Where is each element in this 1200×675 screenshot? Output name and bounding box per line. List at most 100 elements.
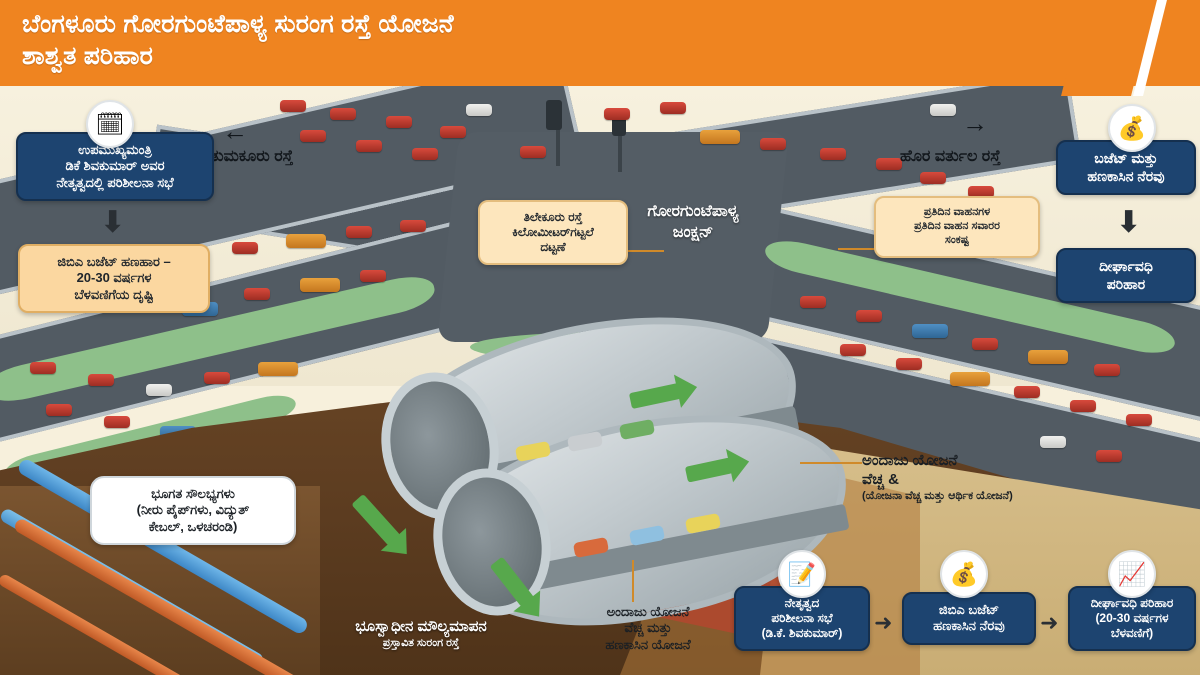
flow-step-2-l2: ಹಣಕಾಸಿನ ನೆರವು [933,618,1005,634]
header-bar [0,0,1200,86]
callout-gba-budget[interactable]: ಜಿಬಿಎ ಬಜೆಟ್ ಹಣಹಾರ – 20-30 ವರ್ಷಗಳ ಬೆಳವಣಿಗ… [18,244,210,314]
flow-step-1-l2: ಪರಿಶೀಲನಾ ಸಭೆ [771,611,833,626]
vehicle [146,384,172,396]
vehicle [1096,450,1122,462]
label-land-valuation: ಭೂಸ್ವಾಧೀನ ಮೌಲ್ಯಮಾಪನ ಪ್ರಸ್ತಾವಿತ ಸುರಂಗ ರಸ್… [296,618,546,651]
vehicle [968,186,994,198]
callout-underground-utilities-l1: ಭೂಗತ ಸೌಲಭ್ಯಗಳು [151,486,235,501]
vehicle [930,104,956,116]
flow-step-1-l3: (ಡಿ.ಕೆ. ಶಿವಕುಮಾರ್) [761,626,843,641]
page-title: ಬೆಂಗಳೂರು ಗೋರಗುಂಟೆಪಾಳ್ಯ ಸುರಂಗ ರಸ್ತೆ ಯೋಜನೆ… [22,8,762,72]
arrow-down-right: ⬇ [1116,206,1142,239]
callout-daily-vehicles-l3: ಸಂಕಷ್ಟ [945,233,969,246]
junction-label-line1: ಗೋರಗುಂಟೆಪಾಳ್ಯ [647,203,739,220]
label-land-valuation-l1: ಭೂಸ್ವಾಧೀನ ಮೌಲ್ಯಮಾಪನ [355,618,487,635]
label-project-cost-plan-l2: ವೆಚ್ಚ ಮತ್ತು [624,620,672,636]
vehicle [466,104,492,116]
leader-line-cost-right [800,462,862,464]
vehicle [660,102,686,114]
callout-budget-support-l2: ಹಣಕಾಸಿನ ನೆರವು [1087,167,1165,184]
vehicle [912,324,948,338]
vehicle [604,108,630,120]
vehicle [412,148,438,160]
flow-step-3-l2: (20-30 ವರ್ಷಗಳ [1095,611,1169,626]
vehicle [820,148,846,160]
leader-line-mid-left [612,250,664,252]
page-title-line1: ಬೆಂಗಳೂರು ಗೋರಗುಂಟೆಪಾಳ್ಯ ಸುರಂಗ ರಸ್ತೆ ಯೋಜನೆ [22,10,454,38]
flow-step-1-l1: ನೇತೃತ್ವದ [784,596,820,610]
label-estimated-cost-l1: ಅಂದಾಜು ಯೋಜನೆ [862,452,958,469]
vehicle [876,158,902,170]
callout-longterm-solution[interactable]: ದೀರ್ಘಾವಧಿ ಪರಿಹಾರ [1056,248,1196,304]
road-label-left: ತುಮಕೂರು ರಸ್ತೆ [210,148,294,165]
flow-arrow-green [351,493,401,547]
callout-gba-budget-l2: 20-30 ವರ್ಷಗಳ [76,270,152,286]
vehicle [440,126,466,138]
vehicle [46,404,72,416]
vehicle-bus [700,130,740,144]
callout-daily-vehicles[interactable]: ಪ್ರತಿದಿನ ವಾಹನಗಳ ಪ್ರತಿದಿನ ವಾಹನ ಸವಾರರ ಸಂಕಷ… [874,196,1040,258]
callout-daily-vehicles-l2: ಪ್ರತಿದಿನ ವಾಹನ ಸವಾರರ [914,219,1000,232]
callout-review-meeting-l3: ನೇತೃತ್ವದಲ್ಲಿ ಪರಿಶೀಲನಾ ಸಭೆ [56,174,174,190]
callout-tumkur-congestion[interactable]: ತಿಲೇಕೂರು ರಸ್ತೆ ಕಿಲೋಮೀಟರ್‌ಗಟ್ಟಲೆ ದಟ್ಟಣೆ [478,200,628,266]
callout-tumkur-congestion-l1: ತಿಲೇಕೂರು ರಸ್ತೆ [523,210,583,224]
callout-tumkur-congestion-l2: ಕಿಲೋಮೀಟರ್‌ಗಟ್ಟಲೆ [512,225,594,240]
flow-arrow-1: ➜ [874,610,893,635]
growth-chart-glyph: 📈 [1117,560,1147,587]
direction-arrow-left: ← [222,116,248,146]
vehicle [244,288,270,300]
vehicle [356,140,382,152]
calendar-clock-glyph: 🗓 [95,110,125,137]
calendar-clock-icon: 🗓 [86,100,134,148]
vehicle [346,226,372,238]
label-estimated-cost-l2: ವೆಚ್ಚ & [862,470,899,488]
label-project-cost-plan-l1: ಅಂದಾಜು ಯೋಜನೆ [606,604,690,619]
vehicle [1094,364,1120,376]
vehicle [856,310,882,322]
vehicle [280,100,306,112]
flow-step-3-l1: ದೀರ್ಘಾವಧಿ ಪರಿಹಾರ [1090,596,1174,610]
growth-chart-icon: 📈 [1108,550,1156,598]
money-hand-glyph: 💰 [1117,114,1147,141]
flow-step-gba-budget[interactable]: ಜಿಬಿಎ ಬಜೆಟ್ ಹಣಕಾಸಿನ ನೆರವು [902,592,1036,645]
label-estimated-cost: ಅಂದಾಜು ಯೋಜನೆ ವೆಚ್ಚ & (ಯೋಜನಾ ವೆಚ್ಚ ಮತ್ತು … [862,452,1112,503]
road-label-right: ಹೊರ ವರ್ತುಲ ರಸ್ತೆ [900,148,1001,165]
callout-longterm-solution-l1: ದೀರ್ಘಾವಧಿ [1099,258,1153,274]
callout-underground-utilities[interactable]: ಭೂಗತ ಸೌಲಭ್ಯಗಳು (ನೀರು ಪೈಪ್‌ಗಳು, ವಿದ್ಯುತ್ … [90,476,296,546]
leader-line-mid-right [838,248,878,250]
label-land-valuation-l2: ಪ್ರಸ್ತಾವಿತ ಸುರಂಗ ರಸ್ತೆ [382,636,460,649]
vehicle [30,362,56,374]
vehicle [360,270,386,282]
vehicle [972,338,998,350]
vehicle [232,242,258,254]
vehicle-bus [286,234,326,248]
page-title-line2: ಶಾಶ್ವತ ಪರಿಹಾರ [22,42,154,70]
money-hand-icon: 💰 [1108,104,1156,152]
vehicle [300,130,326,142]
callout-underground-utilities-l3: ಕೇಬಲ್, ಒಳಚರಂಡಿ) [148,518,238,534]
callout-review-meeting-l2: ಡಿಕೆ ಶಿವಕುಮಾರ್ ಅವರ [65,158,165,174]
vehicle [760,138,786,150]
vehicle-bus [1028,350,1068,364]
callout-gba-budget-l1: ಜಿಬಿಎ ಬಜೆಟ್ ಹಣಹಾರ – [57,254,171,269]
label-estimated-cost-l3: (ಯೋಜನಾ ವೆಚ್ಚ ಮತ್ತು ಆರ್ಥಿಕ ಯೋಜನೆ) [862,489,1013,502]
callout-budget-support-l1: ಬಜೆಟ್ ಮತ್ತು [1094,150,1158,166]
callout-longterm-solution-l2: ಪರಿಹಾರ [1106,275,1146,292]
arrow-down-left: ⬇ [100,206,126,239]
junction-label-line2: ಜಂಕ್ಷನ್ [672,223,714,241]
flow-step-2-l1: ಜಿಬಿಎ ಬಜೆಟ್ [938,602,1000,617]
callout-daily-vehicles-l1: ಪ್ರತಿದಿನ ವಾಹನಗಳ [923,206,991,218]
vehicle [88,374,114,386]
vehicle-bus [300,278,340,292]
vehicle [800,296,826,308]
flow-step-3-l3: ಬೆಳವಣಿಗೆ) [1110,626,1154,641]
vehicle [840,344,866,356]
vehicle-bus [258,362,298,376]
vehicle [920,172,946,184]
vehicle [204,372,230,384]
vehicle [386,116,412,128]
document-pen-glyph: 📝 [787,560,817,587]
junction-label: ಗೋರಗುಂಟೆಪಾಳ್ಯ ಜಂಕ್ಷನ್ [588,202,798,244]
money-bag-hand-glyph: 💰 [949,560,979,587]
